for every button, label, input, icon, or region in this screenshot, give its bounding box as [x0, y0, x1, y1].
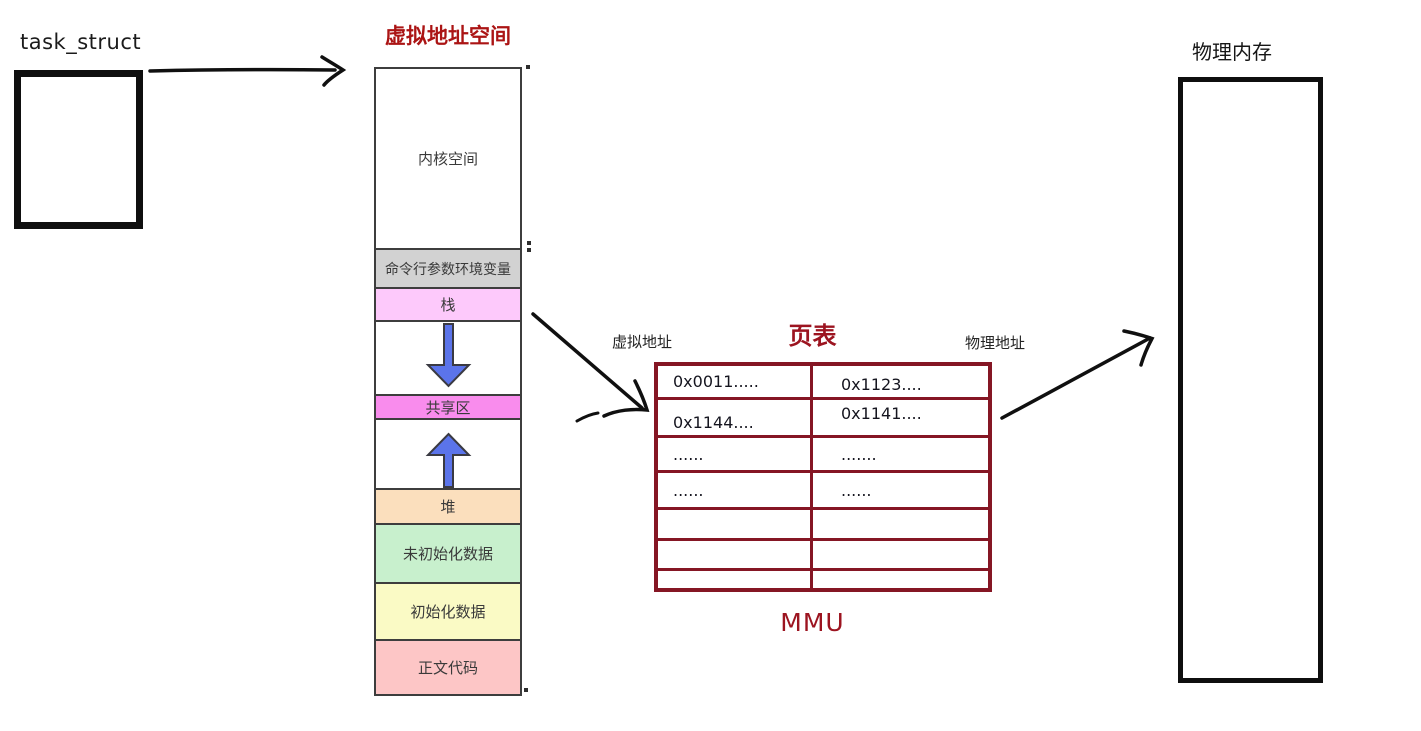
down-arrow-icon [425, 323, 472, 388]
segment-stack-label: 栈 [440, 296, 456, 314]
virtual-address-header: 虚拟地址 [612, 333, 673, 351]
handle-dot [524, 688, 528, 692]
segment-stack-growth [376, 320, 520, 394]
virtual-address-cell: ...... [658, 438, 813, 470]
task-to-vas-arrow-icon [148, 55, 347, 87]
virtual-address-space-column: 内核空间 命令行参数环境变量 栈 共享区 堆 未初始化数据 初始化数据 [374, 67, 522, 696]
segment-stack: 栈 [376, 287, 520, 320]
physical-address-cell [813, 510, 988, 538]
page-table-row [658, 568, 988, 588]
virtual-address-cell [658, 571, 813, 588]
virtual-address-cell: 0x0011..... [658, 366, 813, 397]
physical-address-cell [813, 541, 988, 568]
virtual-address-cell: 0x1144.... [658, 400, 813, 435]
segment-text-code: 正文代码 [376, 639, 520, 694]
up-arrow-icon [425, 432, 472, 488]
physical-memory-box [1178, 77, 1323, 683]
segment-uninitialized-data-label: 未初始化数据 [402, 545, 493, 563]
segment-initialized-data: 初始化数据 [376, 582, 520, 639]
physical-address-cell: ....... [841, 444, 877, 464]
segment-cmdline-env: 命令行参数环境变量 [376, 248, 520, 287]
segment-heap: 堆 [376, 488, 520, 523]
physical-address-header: 物理地址 [965, 334, 1026, 352]
page-table: 0x0011..... 0x1123.... 0x1144.... 0x1141… [654, 362, 992, 592]
physical-memory-title: 物理内存 [1192, 40, 1272, 64]
virtual-address-cell [658, 510, 813, 538]
page-table-row: 0x1144.... 0x1141.... [658, 397, 988, 435]
page-table-title: 页表 [788, 322, 837, 350]
segment-cmdline-env-label: 命令行参数环境变量 [385, 261, 511, 278]
segment-text-code-label: 正文代码 [417, 659, 478, 677]
segment-heap-label: 堆 [440, 498, 456, 516]
segment-uninitialized-data: 未初始化数据 [376, 523, 520, 582]
handle-dot [527, 248, 531, 252]
segment-shared-area-label: 共享区 [425, 398, 471, 417]
physical-address-cell: ...... [841, 480, 872, 500]
task-struct-box [14, 70, 143, 229]
segment-kernel-space-label: 内核空间 [417, 150, 478, 168]
physical-address-cell [813, 571, 988, 588]
virtual-address-space-title: 虚拟地址空间 [385, 24, 511, 48]
page-table-row: 0x0011..... 0x1123.... [658, 366, 988, 397]
physical-address-cell: 0x1141.... [841, 404, 922, 423]
task-struct-label: task_struct [20, 30, 142, 54]
page-table-row: ...... ...... [658, 470, 988, 507]
segment-heap-growth [376, 418, 520, 488]
handle-dot [527, 241, 531, 245]
handle-dot [526, 65, 530, 69]
page-table-row [658, 507, 988, 538]
segment-kernel-space: 内核空间 [376, 69, 520, 248]
segment-shared-area: 共享区 [376, 394, 520, 418]
segment-initialized-data-label: 初始化数据 [410, 603, 486, 621]
page-table-row [658, 538, 988, 568]
physical-address-cell: 0x1123.... [841, 375, 922, 394]
virtual-address-cell: ...... [658, 473, 813, 507]
mmu-label: MMU [780, 608, 845, 637]
virtual-address-cell [658, 541, 813, 568]
page-table-row: ...... ....... [658, 435, 988, 470]
